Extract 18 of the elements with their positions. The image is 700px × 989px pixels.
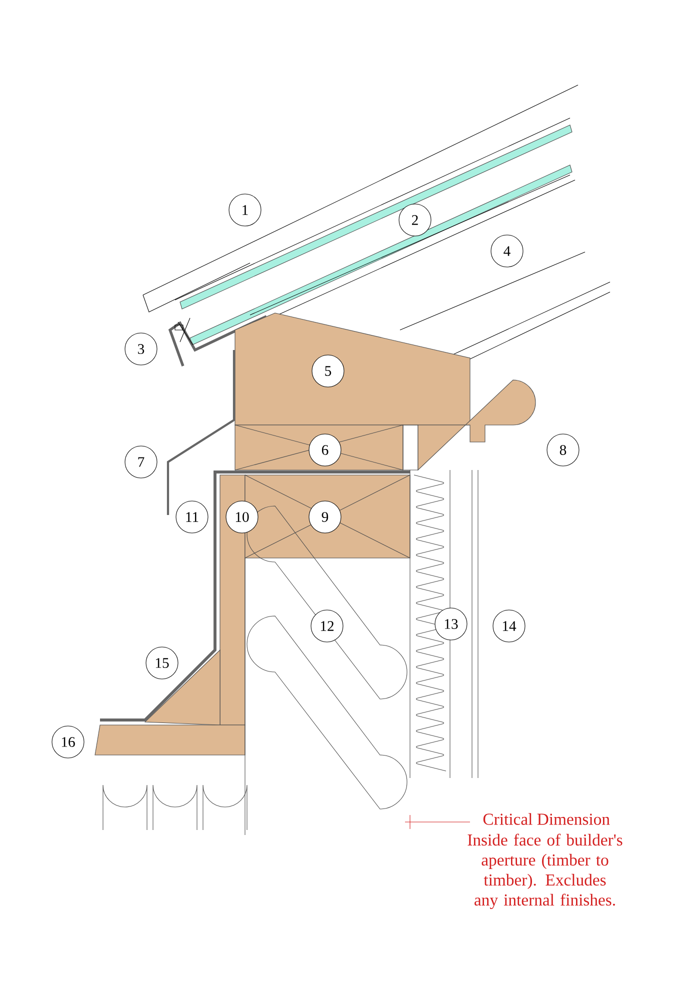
callout-number: 3	[124, 332, 158, 366]
callout-number: 11	[176, 500, 208, 534]
callout-number: 10	[226, 500, 258, 534]
callout-number: 13	[434, 608, 468, 640]
callout-number: 16	[52, 726, 84, 758]
callout-number: 4	[490, 234, 524, 268]
note-heading: Critical Dimension	[483, 813, 610, 825]
note-text: Inside face of builder's aperture (timber to timber). Excludes any internal finishes.	[468, 834, 622, 910]
callout-number: 8	[546, 434, 580, 466]
callout-number: 5	[312, 354, 344, 388]
callout-number: 7	[124, 446, 158, 478]
callout-number: 12	[310, 610, 344, 642]
callout-number: 2	[398, 204, 432, 236]
callout-number: 14	[492, 610, 526, 642]
callout-number: 9	[308, 500, 342, 534]
callout-number: 6	[308, 434, 342, 466]
callout-number: 1	[228, 194, 262, 226]
callout-number: 15	[146, 646, 178, 680]
